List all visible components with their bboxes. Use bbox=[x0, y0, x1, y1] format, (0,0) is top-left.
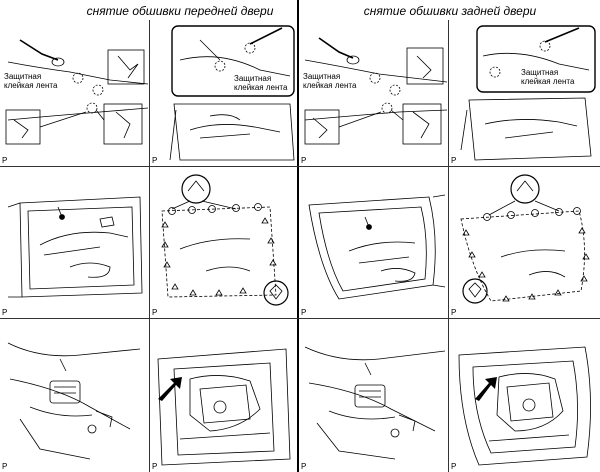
tape-label-line2: клейкая лента bbox=[4, 81, 58, 90]
rear-door-connectors-drawing bbox=[304, 346, 446, 460]
panel-marker: P bbox=[451, 156, 457, 165]
panel-marker: P bbox=[301, 156, 307, 165]
black-arrow-icon bbox=[475, 377, 497, 401]
panel-front-6: P bbox=[150, 319, 297, 472]
tape-label-line1: Защитная bbox=[234, 74, 272, 83]
rear-tape-removal-drawing bbox=[304, 37, 448, 145]
panel-marker: P bbox=[301, 462, 307, 471]
panel-rear-2: Защитная клейкая лента P bbox=[449, 20, 600, 166]
front-tape-removal-drawing bbox=[5, 39, 149, 145]
panel-marker: P bbox=[152, 308, 158, 317]
panel-rear-6: P bbox=[449, 319, 600, 472]
panel-front-1: Защитная клейкая лента P bbox=[0, 20, 149, 166]
grid-line-v1 bbox=[149, 20, 150, 472]
protective-tape-label: Защитная клейкая лента bbox=[521, 68, 574, 86]
panel-rear-5: P bbox=[299, 319, 448, 472]
panel-front-5: P bbox=[0, 319, 149, 472]
panel-marker: P bbox=[301, 308, 307, 317]
front-door-tape-zoom-drawing bbox=[169, 25, 295, 161]
panel-marker: P bbox=[2, 308, 8, 317]
black-arrow-icon bbox=[158, 377, 182, 401]
panel-front-4: P bbox=[150, 167, 297, 318]
tape-label-line1: Защитная bbox=[521, 68, 559, 77]
rear-door-trim-drawing bbox=[308, 194, 446, 300]
protective-tape-label: Защитная клейкая лента bbox=[234, 74, 287, 92]
tape-label-line2: клейкая лента bbox=[521, 77, 575, 86]
panel-marker: P bbox=[2, 156, 8, 165]
panel-rear-4: P bbox=[449, 167, 600, 318]
rear-door-title: снятие обшивки задней двери bbox=[363, 4, 537, 18]
front-door-title: снятие обшивки передней двери bbox=[86, 4, 274, 18]
rear-door-tape-zoom-drawing bbox=[460, 25, 596, 161]
front-door-trim-drawing bbox=[7, 196, 143, 298]
tape-label-line1: Защитная bbox=[4, 72, 42, 81]
front-door-inner-drawing bbox=[157, 348, 291, 466]
section-divider bbox=[297, 0, 299, 472]
panel-marker: P bbox=[2, 462, 8, 471]
tape-label-line2: клейкая лента bbox=[303, 81, 357, 90]
clip-markers bbox=[462, 207, 590, 302]
protective-tape-label: Защитная клейкая лента bbox=[303, 72, 356, 90]
panel-front-2: Защитная клейкая лента P bbox=[150, 20, 297, 166]
protective-tape-label: Защитная клейкая лента bbox=[4, 72, 57, 90]
front-door-connectors-drawing bbox=[7, 342, 141, 460]
grid-line-h1 bbox=[0, 166, 600, 167]
panel-marker: P bbox=[152, 156, 158, 165]
panel-front-3: P bbox=[0, 167, 149, 318]
rear-door-clips-drawing bbox=[460, 174, 590, 304]
panel-marker: P bbox=[451, 462, 457, 471]
panel-rear-3: P bbox=[299, 167, 448, 318]
rear-door-inner-drawing bbox=[458, 346, 591, 466]
panel-marker: P bbox=[451, 308, 457, 317]
tape-label-line2: клейкая лента bbox=[234, 83, 288, 92]
panel-rear-1: Защитная клейкая лента P bbox=[299, 20, 448, 166]
tape-label-line1: Защитная bbox=[303, 72, 341, 81]
grid-line-v2 bbox=[448, 20, 449, 472]
panel-marker: P bbox=[152, 462, 158, 471]
front-door-clips-drawing bbox=[161, 174, 289, 306]
clip-markers bbox=[161, 203, 277, 296]
grid-line-h2 bbox=[0, 318, 600, 319]
